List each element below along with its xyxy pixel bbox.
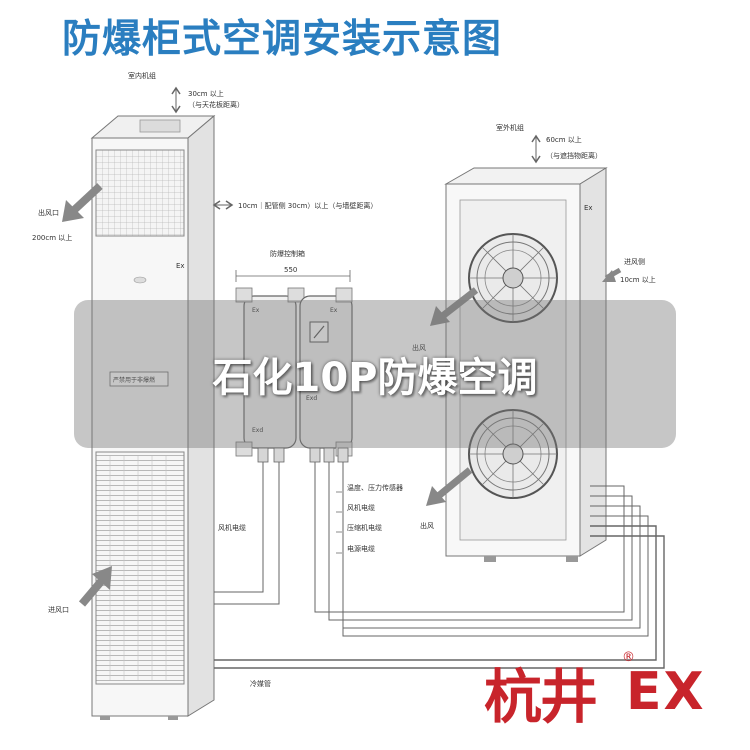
caption-text: 石化10P防爆空调 [212, 355, 538, 401]
outdoor-outlet-arrow-shaft [437, 287, 479, 321]
side-clearance-arrows [212, 200, 234, 210]
fan-hub [502, 267, 524, 289]
outdoor-foot [566, 556, 578, 562]
control-box-flange [235, 287, 253, 303]
cable-label-leaders [336, 491, 342, 554]
indoor-outlet-clearance: 200cm 以上 [32, 233, 72, 242]
cable-fan-outdoor [328, 462, 633, 621]
outdoor-unit: 室外机组 60cm 以上 （与遮挡物距离） Ex [412, 123, 656, 562]
cable-power [342, 480, 649, 637]
indoor-outlet-arrow-shaft [69, 183, 103, 215]
side-clearance-text: 10cm｜配管侧 30cm）以上（与墙壁距离） [238, 201, 377, 210]
indoor-inlet-arrow-head [92, 566, 112, 590]
indoor-unit-header: 室内机组 [128, 71, 156, 80]
outdoor-outlet-arrow-head [426, 486, 446, 506]
brand-name: 杭井 [484, 663, 598, 731]
cable-gland [309, 447, 321, 463]
cable-label-fan-indoor: 风机电缆 [218, 523, 246, 532]
brand-logo: 杭井 ® EX [484, 650, 706, 732]
control-box-indicator-needle [313, 325, 325, 339]
control-box-ex-right: Ex [330, 307, 338, 314]
indoor-inlet-arrow-shaft [78, 575, 108, 607]
outdoor-top-face [444, 167, 608, 185]
outdoor-outlet-arrow-head [430, 306, 450, 326]
registered-mark: ® [622, 650, 635, 665]
indoor-upper-grille [95, 149, 185, 237]
cable-gland [273, 447, 285, 463]
indoor-panel-text: 严禁用于非爆燃 [113, 376, 155, 384]
indoor-inlet-label: 进风口 [48, 606, 69, 614]
refrigerant-pipe [214, 535, 665, 669]
control-box-header: 防爆控制箱 [270, 249, 305, 258]
outdoor-top-clearance-note: （与遮挡物距离） [546, 151, 602, 160]
refrigerant-pipe [214, 525, 657, 661]
fan-hub [502, 443, 524, 465]
control-box-dimension-line [235, 270, 351, 282]
indoor-unit: 室内机组 30cm 以上 （与天花板距离） Ex 严禁用于非爆燃 [32, 71, 244, 720]
outdoor-foot [484, 556, 496, 562]
indoor-foot [100, 716, 110, 720]
indoor-top-clearance-note: （与天花板距离） [188, 100, 244, 109]
outdoor-outlet-upper-label: 出风 [412, 343, 426, 352]
cable-label-temp-pressure: 温度、压力传感器 [347, 483, 403, 492]
outdoor-fan-lower [468, 409, 558, 499]
indoor-badge [133, 276, 147, 284]
indoor-top-clearance: 30cm 以上 [188, 89, 224, 98]
cable-labels: 温度、压力传感器 风机电缆 压缩机电缆 电源电缆 风机电缆 冷媒管 [218, 483, 403, 688]
outdoor-top-clearance: 60cm 以上 [546, 135, 582, 144]
outdoor-intake-label: 进风侧 [624, 257, 645, 266]
control-box-flange [335, 287, 353, 303]
diagram-title: 防爆柜式空调安装示意图 [62, 17, 503, 62]
indoor-ex-mark: Ex [176, 262, 185, 270]
control-box-ex-left: Ex [252, 307, 260, 314]
outdoor-intake-arrow-head [602, 270, 616, 282]
cable-label-refrigerant: 冷媒管 [250, 679, 271, 688]
brand-suffix: EX [626, 662, 706, 722]
control-box-exd-left: Exd [252, 427, 263, 434]
outdoor-top-arrows [531, 134, 541, 164]
indoor-top-vent [139, 119, 181, 133]
indoor-outlet-arrow-head [62, 200, 84, 222]
cable-routing [214, 462, 665, 669]
indoor-side-clearance: 10cm｜配管侧 30cm）以上（与墙壁距离） [212, 200, 377, 210]
indoor-foot [168, 716, 178, 720]
cable-temp-pressure [314, 462, 625, 613]
control-box-left-enclosure [243, 295, 297, 449]
outdoor-outlet-lower-label: 出风 [420, 521, 434, 530]
indoor-top-arrows [171, 86, 181, 114]
control-box-flange [235, 441, 253, 457]
cable-label-compressor: 压缩机电缆 [347, 523, 382, 532]
outdoor-intake-clearance: 10cm 以上 [620, 275, 656, 284]
cable-label-power: 电源电缆 [347, 544, 375, 553]
outdoor-outlet-arrow-shaft [433, 467, 473, 501]
caption-banner: 石化10P防爆空调 [74, 300, 676, 448]
cable-fan-indoor [214, 462, 264, 593]
outdoor-fan-upper [468, 233, 558, 323]
cable-gland [337, 447, 349, 463]
control-box-width: 550 [284, 266, 297, 274]
outdoor-ex-mark: Ex [584, 204, 593, 212]
control-box: 防爆控制箱 550 Ex Exd Ex Exd [235, 249, 353, 463]
cable-label-fan-outdoor: 风机电缆 [347, 503, 375, 512]
cable-gland [323, 447, 335, 463]
indoor-outlet-label: 出风口 [38, 208, 59, 217]
control-box-flange [287, 287, 305, 303]
cable-to-indoor [214, 462, 280, 605]
control-box-exd-right: Exd [306, 395, 317, 402]
cable-gland [257, 447, 269, 463]
outdoor-unit-header: 室外机组 [496, 123, 524, 132]
indoor-control-panel [109, 371, 169, 387]
